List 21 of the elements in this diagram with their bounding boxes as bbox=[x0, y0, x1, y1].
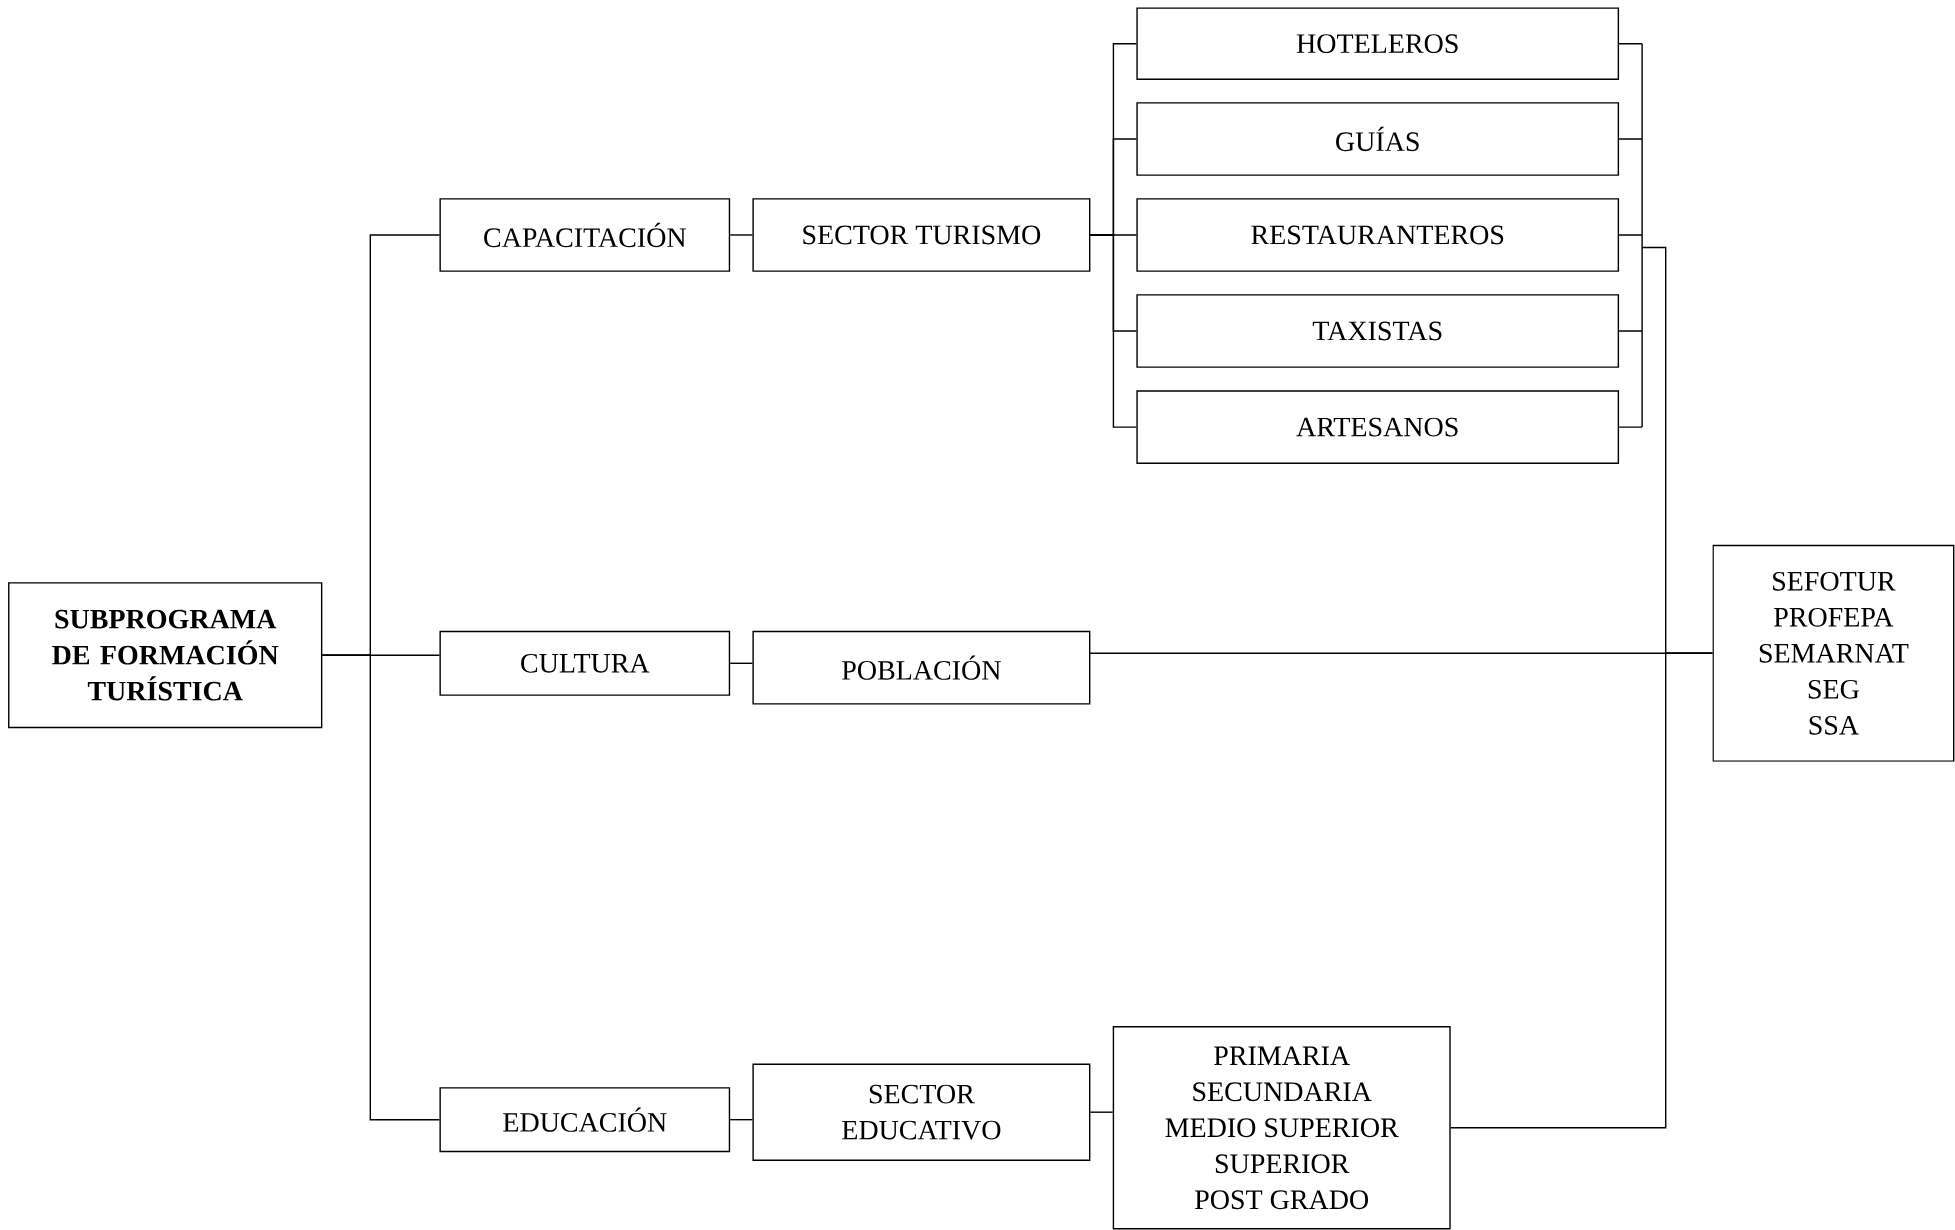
level-box: PRIMARIA SECUNDARIA MEDIO SUPERIOR SUPERIOR POST GRADO bbox=[1112, 1026, 1451, 1230]
category-box: TAXISTAS bbox=[1136, 294, 1620, 368]
category-box: GUÍAS bbox=[1136, 102, 1620, 176]
connector-line bbox=[1089, 1111, 1114, 1113]
connector-line bbox=[729, 662, 754, 664]
category-box: CAPACITACIÓN bbox=[439, 198, 731, 272]
title-box: SUBPROGRAMA DE FORMACIÓN TURÍSTICA bbox=[8, 582, 323, 729]
category-box: SECTOR EDUCATIVO bbox=[752, 1063, 1091, 1161]
connector-line bbox=[1450, 652, 1714, 1129]
category-box: EDUCACIÓN bbox=[439, 1087, 731, 1153]
category-box: CULTURA bbox=[439, 630, 731, 696]
category-box: ARTESANOS bbox=[1136, 390, 1620, 464]
connector-line bbox=[729, 1119, 754, 1121]
category-box: HOTELEROS bbox=[1136, 7, 1620, 80]
agency-box: SEFOTUR PROFEPA SEMARNAT SEG SSA bbox=[1712, 544, 1955, 762]
category-box: RESTAURANTEROS bbox=[1136, 198, 1620, 272]
category-box: POBLACIÓN bbox=[752, 630, 1091, 705]
category-box: SECTOR TURISMO bbox=[752, 198, 1091, 272]
connector-line bbox=[729, 234, 754, 236]
connector-line bbox=[321, 654, 441, 1121]
connector-line bbox=[1089, 234, 1138, 428]
